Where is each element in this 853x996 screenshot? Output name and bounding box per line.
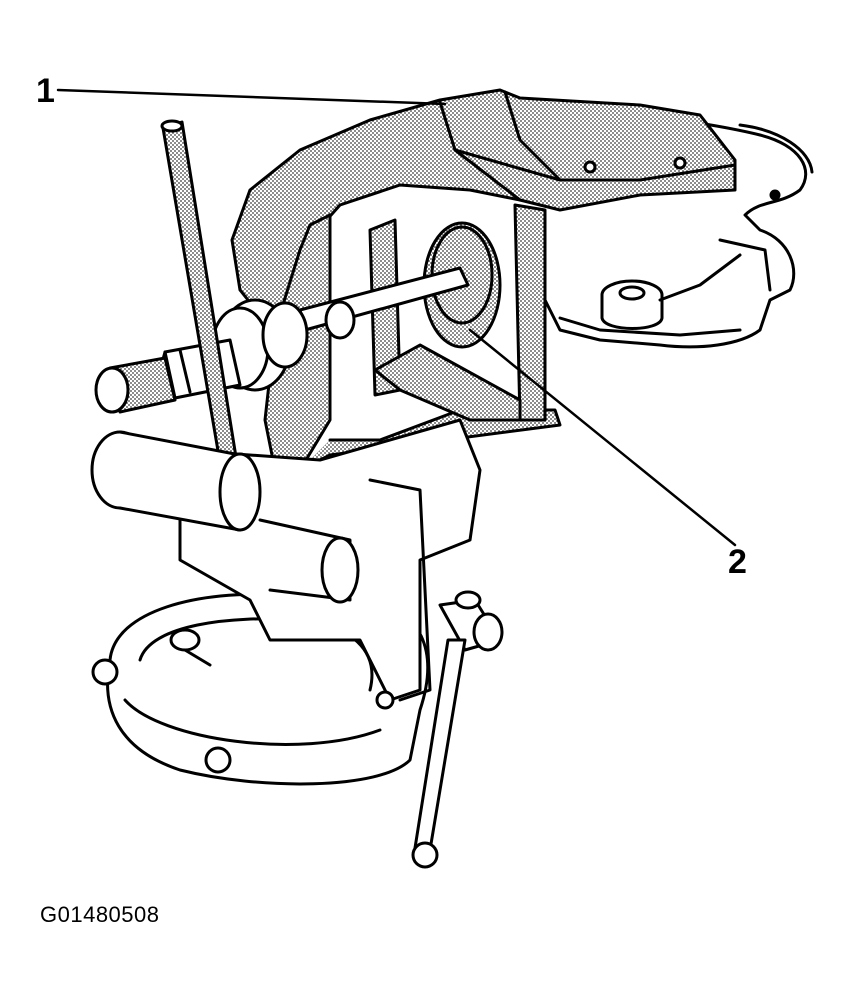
bushing [600, 279, 664, 330]
figure-id-label: G01480508 [40, 902, 160, 927]
press-frame [230, 88, 737, 472]
callout-label-1: 1 [36, 72, 55, 110]
leader-line-2 [468, 328, 737, 547]
bench-vise [90, 418, 504, 869]
callout-label-2: 2 [728, 543, 747, 581]
leader-line-1 [56, 88, 447, 106]
